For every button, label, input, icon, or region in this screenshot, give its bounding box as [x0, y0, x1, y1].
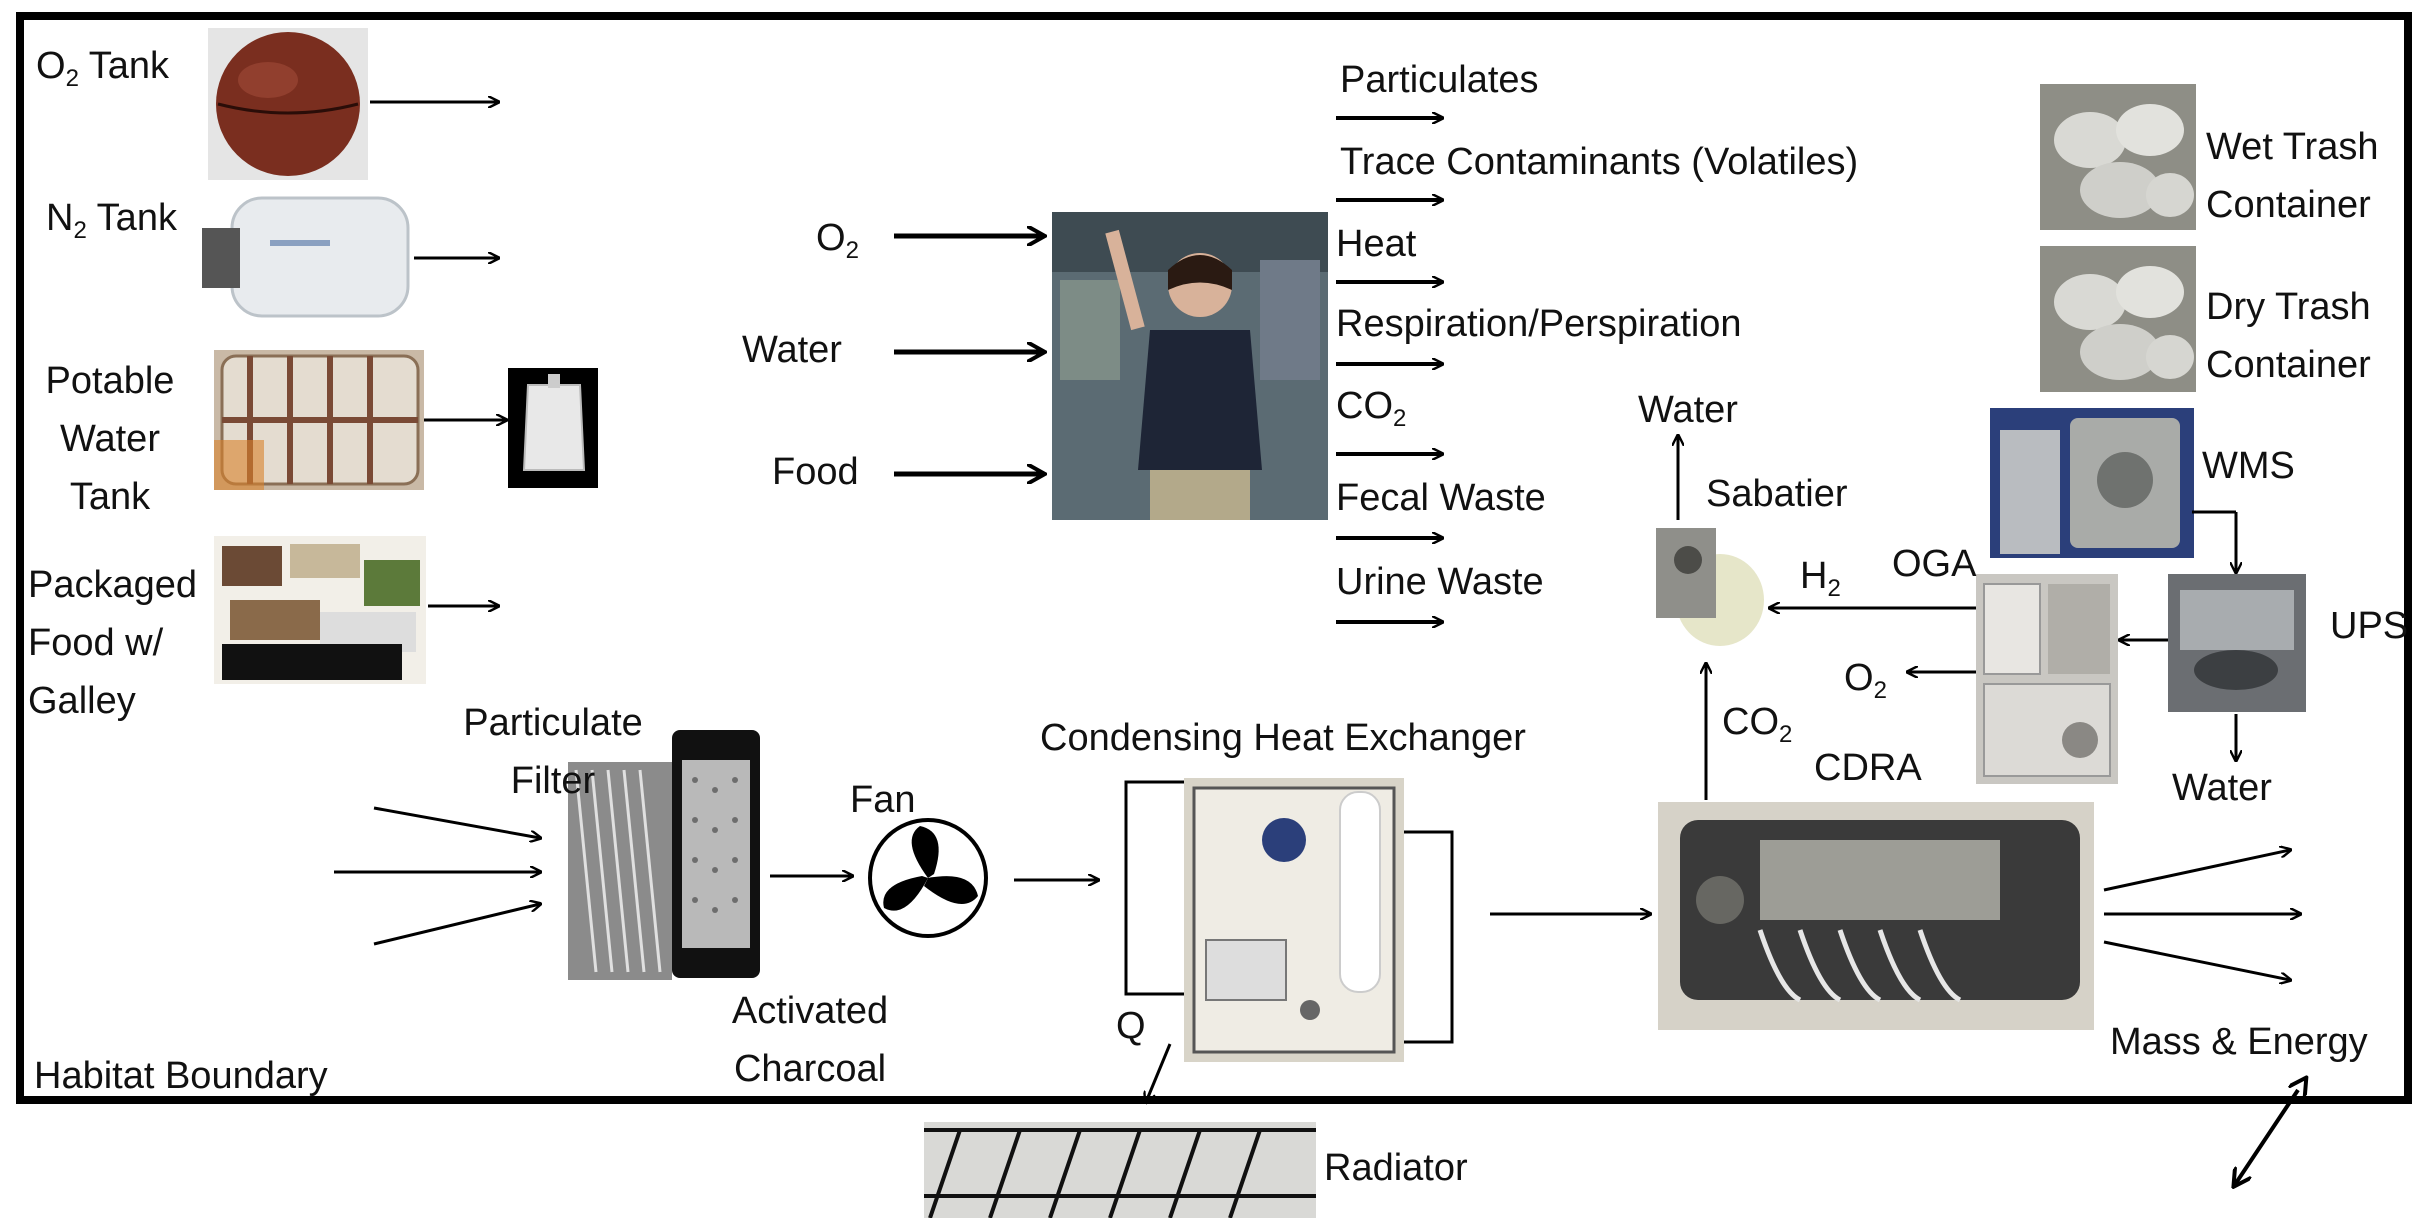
sabatier-water-label: Water: [1638, 389, 1738, 431]
oga-image: [1976, 574, 2118, 784]
potable-water-tank-image: [214, 350, 424, 490]
chx-right-bracket: [1404, 830, 1454, 1044]
habitat-boundary-label: Habitat Boundary: [34, 1055, 328, 1097]
dry-trash-label: Dry Trash Container: [2206, 286, 2371, 386]
arrow-cdra-out-1: [2103, 850, 2290, 892]
astronaut-image: [1052, 212, 1328, 520]
water-pouch-image: [508, 368, 598, 488]
particulate-filter-label: Particulate Filter: [463, 702, 643, 802]
h2-label: H2: [1800, 555, 1841, 602]
input-water-label: Water: [742, 329, 842, 371]
cdra-co2-label: CO2: [1722, 701, 1793, 748]
condensing-heat-exchanger-image: [1184, 778, 1404, 1062]
radiator-image: [924, 1122, 1316, 1218]
mass-energy-label: Mass & Energy: [2110, 1021, 2368, 1063]
n2-tank-label: N2 Tank: [46, 197, 177, 244]
sabatier-image: [1650, 518, 1768, 648]
ups-image: [2168, 574, 2306, 712]
wms-image: [1990, 408, 2194, 558]
habitat-boundary-box: [16, 12, 2412, 1104]
output-respiration-label: Respiration/Perspiration: [1336, 303, 1742, 345]
oga-label: OGA: [1892, 543, 1977, 585]
arrow-mass-energy: [2234, 1090, 2298, 1186]
sabatier-label: Sabatier: [1706, 473, 1848, 515]
ups-label: UPS: [2330, 605, 2409, 647]
n2-tank-image: [200, 192, 412, 322]
dry-trash-container-image: [2040, 246, 2196, 392]
cdra-label: CDRA: [1814, 747, 1922, 789]
input-food-label: Food: [772, 451, 859, 493]
wms-label: WMS: [2202, 445, 2295, 487]
wet-trash-label: Wet Trash Container: [2206, 126, 2379, 226]
chx-label: Condensing Heat Exchanger: [1040, 717, 1526, 759]
arrow-cdra-out-3: [2103, 940, 2290, 980]
output-trace-contaminants-label: Trace Contaminants (Volatiles): [1340, 141, 1859, 183]
o2-tank-image: [208, 28, 368, 180]
packaged-food-image: [214, 536, 426, 684]
packaged-food-label: Packaged Food w/ Galley: [28, 564, 198, 722]
output-particulates-label: Particulates: [1340, 59, 1539, 101]
arrow-air-in-1: [373, 806, 540, 838]
input-o2-label: O2: [816, 217, 859, 264]
output-urine-waste-label: Urine Waste: [1336, 561, 1544, 603]
wet-trash-container-image: [2040, 84, 2196, 230]
fan-label: Fan: [850, 779, 916, 821]
activated-charcoal-label: Activated Charcoal: [731, 990, 889, 1090]
activated-charcoal-image: [672, 730, 760, 978]
cdra-image: [1658, 802, 2094, 1030]
output-heat-label: Heat: [1336, 223, 1417, 265]
arrow-air-in-3: [373, 904, 540, 946]
o2-tank-label: O2 Tank: [36, 45, 170, 92]
radiator-label: Radiator: [1324, 1147, 1468, 1189]
fan-icon: [868, 818, 988, 938]
q-label: Q: [1116, 1005, 1146, 1047]
arrow-q-to-radiator: [1146, 1043, 1172, 1102]
potable-water-tank-label: Potable Water Tank: [45, 360, 175, 518]
ups-water-label: Water: [2172, 767, 2272, 809]
oga-o2-label: O2: [1844, 657, 1887, 704]
particulate-filter-image: [568, 762, 672, 980]
chx-left-bracket: [1124, 780, 1184, 996]
output-fecal-waste-label: Fecal Waste: [1336, 477, 1546, 519]
output-co2-label: CO2: [1336, 385, 1407, 432]
